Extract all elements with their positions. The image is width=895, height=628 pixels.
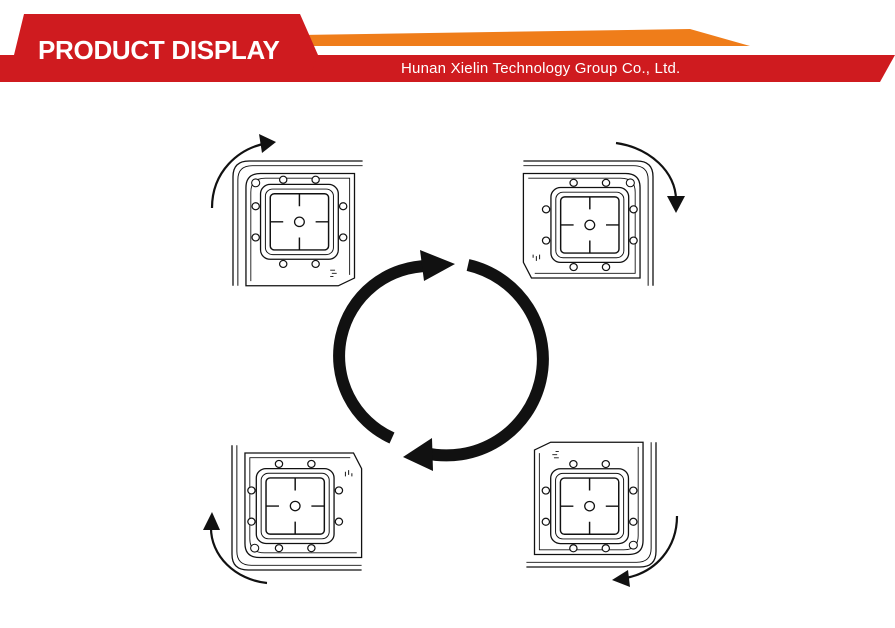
arrowhead-top-left	[259, 134, 276, 153]
plate-bottom-left	[231, 444, 363, 571]
rotation-arrow-top-left	[210, 141, 269, 209]
header-banner	[0, 14, 895, 82]
rotation-arrow-top-right	[615, 141, 678, 201]
cycle-arrowhead-top	[420, 250, 455, 281]
page-title: PRODUCT DISPLAY	[38, 35, 280, 65]
cycle-arc-right	[423, 259, 549, 462]
plate-top-left	[232, 160, 364, 287]
arrowhead-bottom-left	[203, 512, 220, 530]
arrowhead-bottom-right	[612, 570, 630, 587]
banner-orange-stripe	[300, 29, 750, 46]
rotation-arrow-bottom-left	[209, 525, 268, 585]
rotation-arrow-bottom-right	[625, 515, 679, 580]
cycle-arrowhead-bottom	[403, 438, 433, 471]
cycle-arc-left	[333, 259, 431, 444]
plate-top-right	[522, 160, 654, 287]
plate-bottom-right	[525, 441, 657, 568]
banner-title-tab	[0, 14, 318, 82]
arrowhead-top-right	[667, 196, 685, 213]
company-name: Hunan Xielin Technology Group Co., Ltd.	[401, 60, 681, 77]
